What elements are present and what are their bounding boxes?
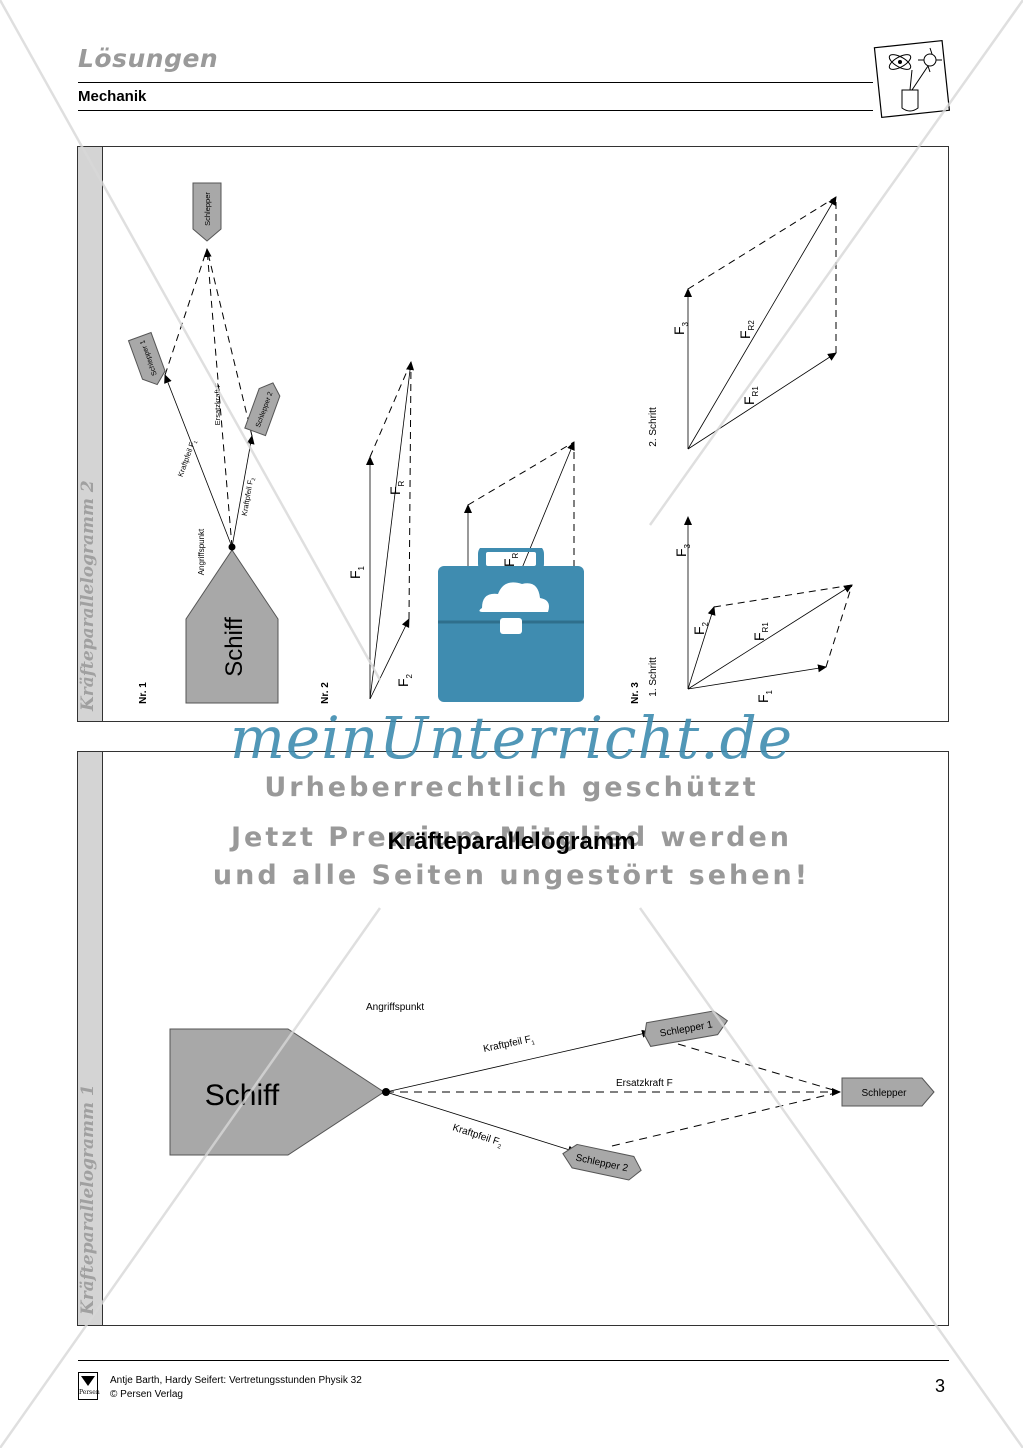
nr2-b-dash-1: [467, 441, 575, 506]
nr3-s2-fr1-label: FR1: [741, 386, 760, 405]
nr3-s1-f1-arrow: [687, 664, 827, 690]
parallel-line-2: [611, 1091, 841, 1147]
footer-credits: Antje Barth, Hardy Seifert: Vertretungss…: [110, 1374, 362, 1402]
nr1-diagram: Schiff Angriffspunkt Schlepper Schlepper…: [127, 182, 281, 704]
panel-2-sidebar: Kräfteparallelogramm 2: [78, 147, 103, 721]
nr1-schiff-label: Schiff: [221, 617, 248, 677]
nr3-s2-fr2-label: FR2: [737, 320, 756, 339]
page-header-subject: Mechanik: [78, 88, 147, 105]
nr2-a-fr-label: FR: [387, 480, 406, 495]
page-header-title: Lösungen: [78, 44, 219, 73]
nr3-s2-f3-label: F3: [671, 321, 690, 335]
nr3-s2-fr1-arrow: [687, 352, 837, 450]
nr2-a-dash-2: [408, 361, 412, 620]
nr1-parallel-line-1: [164, 248, 208, 376]
header-rule-top: [78, 82, 873, 83]
nr1-angriffspunkt-label: Angriffspunkt: [197, 528, 206, 575]
nr1-schlepper-label: Schlepper: [203, 192, 212, 226]
page-number: 3: [935, 1376, 946, 1396]
briefcase-cloud-icon: [438, 548, 584, 702]
nr1-ersatzkraft-label: Ersatzkraft F: [213, 382, 222, 425]
ersatzkraft-label: Ersatzkraft F: [616, 1078, 673, 1089]
nr2-a-f2-label: F2: [395, 673, 414, 687]
watermark-brand: meinUnterricht.de: [229, 704, 794, 772]
nr3-s1-f3-label: F3: [673, 543, 692, 557]
footer-authors: Antje Barth, Hardy Seifert: Vertretungss…: [110, 1375, 362, 1386]
header-rule-bottom: [78, 110, 873, 111]
panel-1-title: Kräfteparallelogramm: [387, 828, 636, 855]
nr1-schlepper-2-boat: Schlepper 2: [244, 382, 281, 437]
schlepper-label: Schlepper: [861, 1088, 907, 1099]
parallel-line-1: [677, 1043, 841, 1093]
nr3-s2-dash-1: [687, 196, 837, 290]
nr3-schritt-1-label: 1. Schritt: [648, 657, 659, 697]
kraftpfeil-2-arrow: [385, 1091, 577, 1154]
schlepper-boat: Schlepper: [841, 1077, 935, 1107]
publisher-logo: Persen: [78, 1372, 100, 1400]
watermark-line-3: und alle Seiten ungestört sehen!: [212, 860, 811, 891]
nr3-diagram: Nr. 3 1. Schritt F3 F2 FR1 F1 2. Schritt…: [630, 196, 853, 704]
nr2-b-fr-label: FR: [501, 552, 520, 567]
angriffspunkt-label: Angriffspunkt: [366, 1002, 424, 1013]
nr2-a-f1-label: F1: [347, 565, 366, 579]
schlepper-2-boat: Schlepper 2: [562, 1143, 642, 1181]
nr1-schlepper-boat: Schlepper: [192, 182, 222, 242]
nr3-s1-dash-1: [713, 584, 853, 608]
schlepper-1-boat: Schlepper 1: [644, 1010, 729, 1047]
footer-rule: [78, 1360, 949, 1361]
footer-copyright: © Persen Verlag: [110, 1389, 183, 1400]
nr1-kraftpfeil-1-label: Kraftpfeil F1: [176, 438, 200, 479]
watermark-line-1: Urheberrechtlich geschützt: [264, 772, 759, 803]
schiff-label: Schiff: [205, 1079, 280, 1112]
panel-2-side-label: Kräfteparallelogramm 2: [78, 480, 98, 711]
kraftpfeil-1-label: Kraftpfeil F1: [482, 1033, 536, 1057]
nr3-s1-fr1-arrow: [687, 584, 853, 690]
nr3-label: Nr. 3: [630, 682, 641, 704]
atom-flower-vase-icon: [873, 40, 951, 119]
watermark-line-2: Jetzt Premium-Mitglied werden: [231, 822, 792, 853]
nr3-s1-f2-label: F2: [691, 621, 710, 635]
kraftpfeil-1-arrow: [385, 1029, 651, 1093]
nr1-schlepper-1-boat: Schlepper 1: [127, 331, 166, 386]
nr3-s1-dash-2: [825, 584, 853, 668]
nr2-label: Nr. 2: [320, 682, 331, 704]
nr2-a-fr-arrow: [369, 361, 415, 700]
panel-1-side-label: Kräfteparallelogramm 1: [78, 1084, 98, 1315]
nr1-kraftpfeil-2-label: Kraftpfeil F2: [240, 476, 258, 517]
nr3-schritt-2-label: 2. Schritt: [648, 407, 659, 447]
nr1-label: Nr. 1: [138, 682, 149, 704]
nr3-s2-fr2-arrow: [687, 196, 837, 450]
nr3-s1-f2-arrow: [687, 606, 716, 690]
nr2-a-f2-arrow: [369, 618, 410, 700]
nr3-s1-fr1-label: FR1: [751, 622, 770, 641]
nr3-s1-f1-label: F1: [755, 689, 774, 703]
